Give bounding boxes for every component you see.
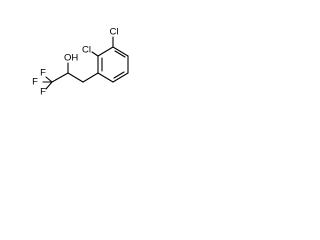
- ring-double-bond-2: [113, 71, 125, 79]
- canvas-background: [0, 0, 152, 152]
- chlorine-label-middle: Cl: [82, 45, 91, 56]
- fluorine-label-left: F: [32, 77, 38, 88]
- atom-labels: Cl Cl OH F F F: [32, 27, 118, 98]
- bond-c6-cl-mid: [91, 51, 99, 57]
- ring-bond-c3-c4: [112, 72, 129, 83]
- bond-cf3-f-bottom: [45, 81, 53, 90]
- ring-bond-c6-c1: [97, 46, 114, 57]
- bond-ch2-choh: [67, 72, 84, 83]
- hydroxyl-label: OH: [64, 53, 78, 64]
- bond-choh-cf3: [51, 72, 69, 83]
- chlorine-label-top: Cl: [110, 27, 119, 38]
- structure-diagram: Cl Cl OH F F F: [0, 0, 152, 152]
- bonds: [42, 36, 129, 90]
- fluorine-label-bottom: F: [40, 87, 46, 98]
- ring-bond-c1-c2: [112, 46, 129, 57]
- ring-double-bond-1: [114, 50, 126, 58]
- ring-bond-c4-c5: [97, 72, 114, 83]
- bond-cf3-f-top: [45, 76, 53, 83]
- fluorine-label-top: F: [40, 68, 46, 79]
- bond-ring-ch2: [82, 72, 99, 83]
